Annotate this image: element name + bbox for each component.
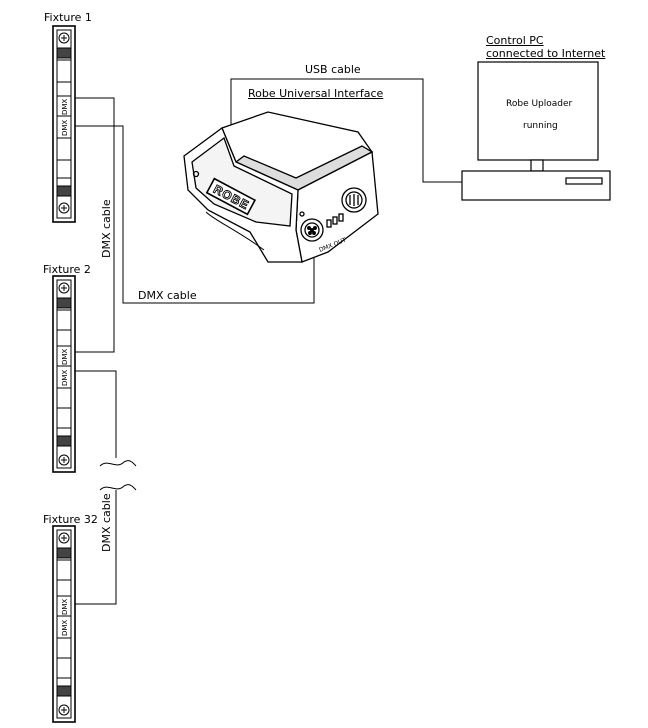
pc-label-line2: connected to Internet — [486, 47, 606, 60]
fixture-2-dmx-out-label: DMX — [61, 369, 69, 386]
dmx-cable-label-lower: DMX cable — [100, 493, 113, 552]
fixture-2-label: Fixture 2 — [43, 263, 91, 276]
dmx-cables — [75, 97, 315, 605]
interface-label: Robe Universal Interface — [248, 87, 384, 100]
fixture-32-dmx-out-label: DMX — [61, 619, 69, 636]
fixture-1-dmx-out-label: DMX — [61, 119, 69, 136]
robe-interface-drawing — [183, 111, 379, 263]
fixture-2-dmx-in-label: DMX — [61, 348, 69, 365]
dmx-cable-label-upper: DMX cable — [100, 199, 113, 258]
dmx-cable-label-horizontal: DMX cable — [138, 289, 197, 302]
control-pc-drawing — [461, 61, 611, 201]
pc-label-line1: Control PC — [486, 34, 544, 47]
pc-screen-line2: running — [523, 121, 558, 131]
fixture-32-dmx-in-label: DMX — [61, 598, 69, 615]
fixture-2-drawing — [52, 275, 76, 473]
usb-cable — [230, 78, 462, 183]
pc-screen-line1: Robe Uploader — [506, 99, 573, 109]
fixture-32-label: Fixture 32 — [43, 513, 98, 526]
fixture-1-drawing — [52, 25, 76, 223]
fixture-1-dmx-in-label: DMX — [61, 98, 69, 115]
usb-cable-label: USB cable — [305, 63, 361, 76]
fixture-1-label: Fixture 1 — [44, 11, 92, 24]
fixture-32-drawing — [52, 525, 76, 723]
